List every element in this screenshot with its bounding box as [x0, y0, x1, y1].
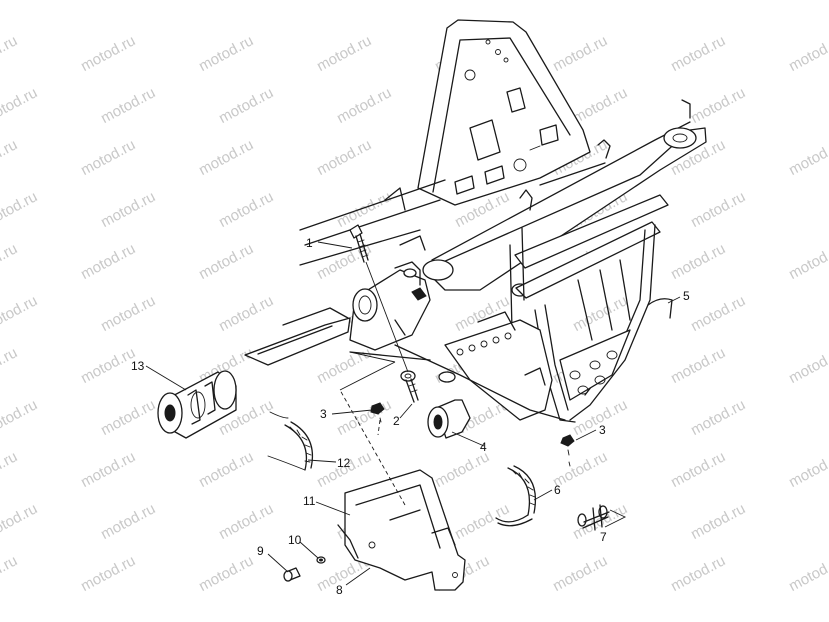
part-3-nut-left [370, 402, 385, 423]
part-12-chain [267, 411, 314, 471]
callout-11: 11 [303, 494, 316, 508]
part-2-stud [400, 370, 419, 403]
callout-9: 9 [257, 544, 264, 558]
part-3-nut-right [560, 434, 575, 467]
leader-lines [145, 241, 681, 586]
callout-5: 5 [683, 289, 690, 303]
part-8-bracket [337, 469, 466, 591]
callout-13: 13 [131, 359, 145, 373]
frame-crossmember [422, 99, 707, 291]
callout-10: 10 [288, 533, 302, 547]
callout-12: 12 [337, 456, 351, 470]
callout-2: 2 [393, 414, 400, 428]
footrest-plate [244, 307, 351, 366]
callout-3-right: 3 [599, 423, 606, 437]
part-10-washer [316, 556, 326, 564]
part-1-bolt [349, 224, 369, 263]
part-7-bolts [577, 504, 610, 531]
part-6-chain [495, 465, 537, 527]
callout-1: 1 [306, 236, 313, 250]
callout-3-left: 3 [320, 407, 327, 421]
guide-lines [339, 261, 409, 506]
callout-4: 4 [480, 440, 487, 454]
callout-7: 7 [600, 530, 607, 544]
callout-6: 6 [554, 483, 561, 497]
front-bumper-cage [509, 194, 669, 423]
callout-8: 8 [336, 583, 343, 597]
callout-labels: 1 2 3 3 4 5 6 7 8 9 10 11 12 13 [131, 236, 690, 597]
frame-upright-plate [417, 19, 591, 206]
part-9-bushing [283, 567, 301, 582]
frame-side-plate [349, 311, 566, 421]
part-5-clip [647, 298, 673, 319]
part-4-bushing [427, 399, 471, 439]
part-13-drum [157, 370, 237, 439]
frame-lower-rails [299, 179, 446, 266]
left-bracket [349, 261, 431, 351]
